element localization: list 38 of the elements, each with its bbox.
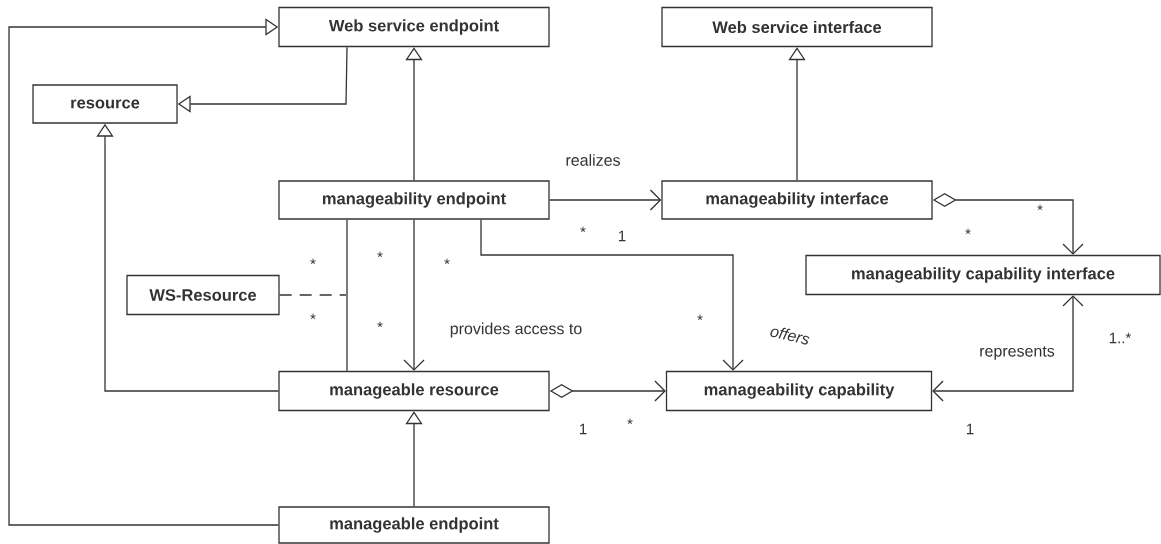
multiplicity-label: * <box>627 418 633 425</box>
arrow <box>8 18 279 526</box>
multiplicity-label: * <box>377 321 383 328</box>
edge-label: offers <box>768 323 813 347</box>
multiplicity-label: 1 <box>580 423 587 435</box>
multiplicity-label: 1 <box>619 230 626 242</box>
arrow <box>549 189 662 211</box>
class-box: Web service endpoint <box>278 6 550 48</box>
multiplicity-label: * <box>444 258 450 265</box>
arrow <box>403 219 425 371</box>
class-box: manageability endpoint <box>278 180 550 220</box>
multiplicity-label: 1 <box>967 423 974 435</box>
arrow <box>788 47 806 181</box>
multiplicity-label: * <box>1037 204 1043 211</box>
multiplicity-label: * <box>965 228 971 235</box>
class-box: resource <box>32 84 178 124</box>
class-box: manageable resource <box>278 370 550 412</box>
class-box: WS-Resource <box>126 274 280 316</box>
class-box: manageable endpoint <box>278 506 550 544</box>
edge-label: provides access to <box>448 321 584 339</box>
arrow <box>405 47 423 181</box>
association-line <box>346 219 348 372</box>
multiplicity-label: * <box>697 314 703 321</box>
multiplicity-label: * <box>310 258 316 265</box>
multiplicity-label: * <box>377 251 383 258</box>
multiplicity-label: * <box>580 226 586 233</box>
dashed-line <box>279 294 347 296</box>
arrow <box>405 411 423 507</box>
arrow <box>480 219 744 371</box>
class-box: manageability capability interface <box>805 254 1161 296</box>
class-box: Web service interface <box>661 6 933 48</box>
class-box: manageability interface <box>661 180 933 220</box>
class-box: manageability capability <box>665 370 933 412</box>
multiplicity-label: 1..* <box>1109 332 1132 344</box>
arrow <box>932 295 1084 402</box>
multiplicity-label: * <box>310 313 316 320</box>
edge-label: realizes <box>564 153 622 167</box>
edge-label: represents <box>978 345 1056 361</box>
